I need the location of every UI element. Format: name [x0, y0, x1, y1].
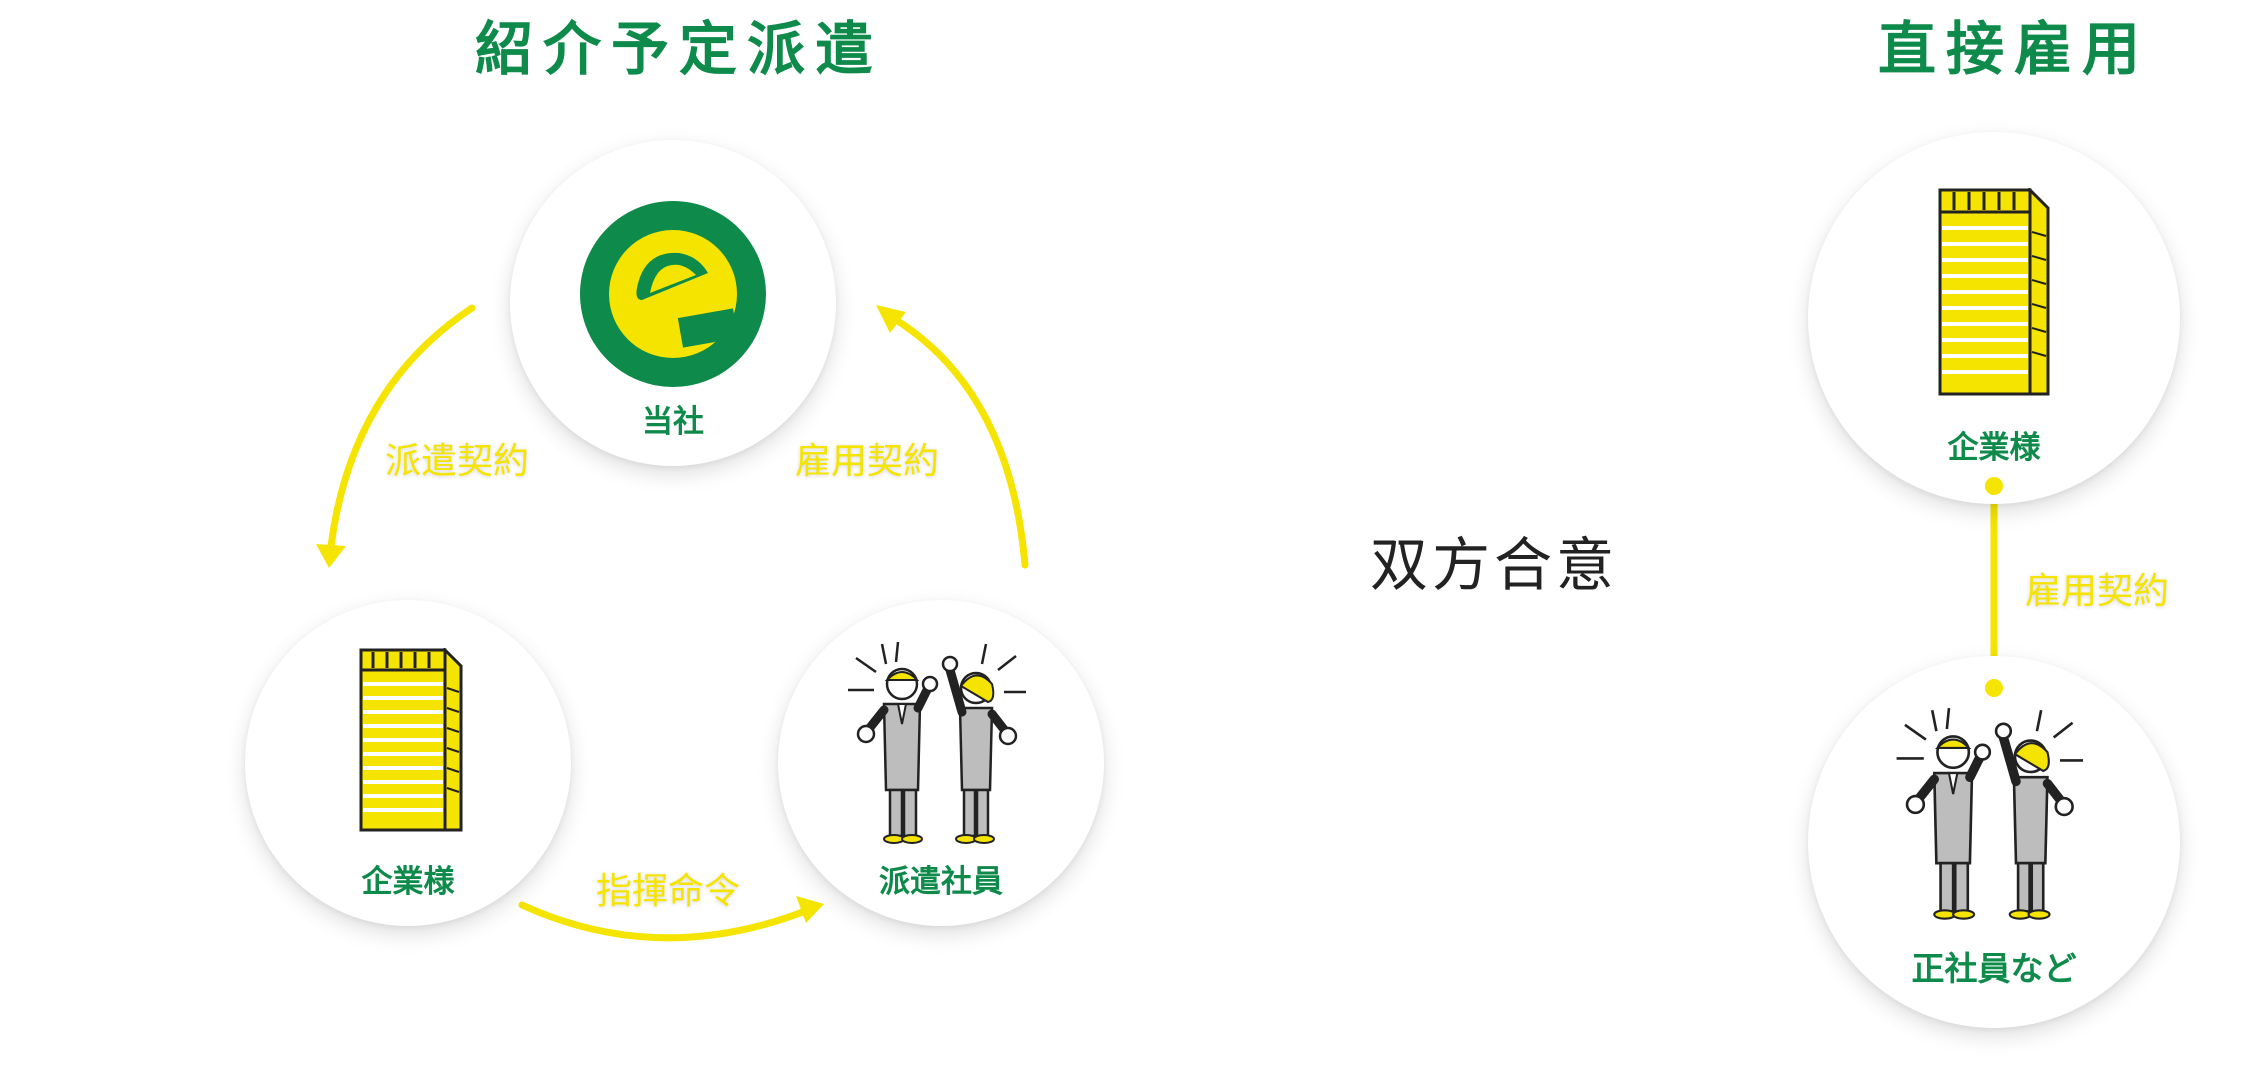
employment-contract-arrow	[889, 314, 1029, 569]
command-arrowhead	[796, 896, 824, 923]
dispatch-contract-arrowhead	[316, 544, 346, 568]
node-client-label: 企業様	[361, 864, 455, 900]
dispatch-contract-label: 派遣契約	[385, 441, 530, 482]
employment-contract-label: 雇用契約	[795, 441, 940, 482]
cheering-workers-icon	[1896, 707, 2084, 920]
dispatch-contract-arrow	[326, 304, 476, 559]
command-arrow	[518, 901, 812, 942]
node-staff-label: 派遣社員	[879, 864, 1003, 900]
node-company-self: 当社	[510, 140, 836, 466]
logo-e-icon	[580, 201, 766, 387]
cheering-workers-icon	[848, 641, 1026, 844]
command-label: 指揮命令	[596, 871, 741, 912]
building-icon	[359, 648, 463, 832]
right-node-client-label: 企業様	[1947, 430, 2041, 466]
node-client: 企業様	[245, 600, 571, 926]
left-section-title: 紹介予定派遣	[475, 15, 884, 83]
right-section-title: 直接雇用	[1878, 15, 2151, 83]
building-icon	[1938, 188, 2050, 396]
employment-contract-arrowhead	[876, 305, 906, 333]
mutual-agreement-label: 双方合意	[1370, 531, 1619, 599]
right-node-employee: 正社員など	[1808, 656, 2180, 1028]
right-node-client: 企業様	[1808, 132, 2180, 504]
node-company-self-label: 当社	[642, 404, 704, 440]
node-staff: 派遣社員	[778, 600, 1104, 926]
right-node-employee-label: 正社員など	[1911, 949, 2077, 988]
right-employment-contract-label: 雇用契約	[2025, 571, 2170, 612]
